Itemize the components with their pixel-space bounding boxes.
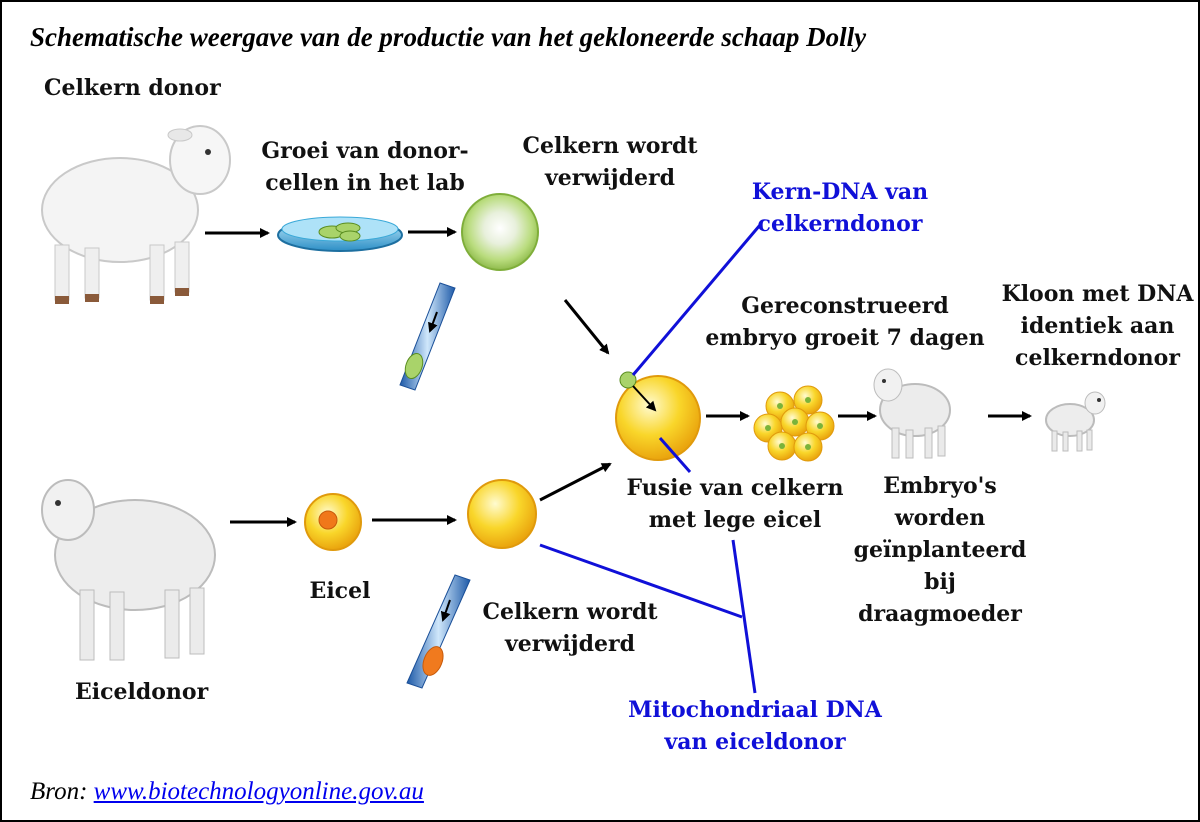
label-celkern-donor: Celkern donor <box>44 72 221 104</box>
arrow <box>565 300 608 353</box>
egg-cell-icon <box>468 480 536 548</box>
label-eiceldonor: Eiceldonor <box>75 676 208 708</box>
embryo-cluster-icon <box>754 386 834 461</box>
page-title: Schematische weergave van de productie v… <box>30 22 866 53</box>
sheep-icon <box>42 126 230 304</box>
sheep-icon <box>42 480 215 660</box>
egg-cell-icon <box>305 494 361 550</box>
petri-dish-icon <box>278 217 402 251</box>
source-credit: Bron: www.biotechnologyonline.gov.au <box>30 778 424 806</box>
pipette-icon <box>407 575 470 688</box>
source-link[interactable]: www.biotechnologyonline.gov.au <box>94 778 424 805</box>
fusion-egg-icon <box>616 372 700 460</box>
donor-cell-icon <box>462 194 538 270</box>
label-eicel: Eicel <box>300 575 380 607</box>
source-prefix: Bron: <box>30 778 94 805</box>
sheep-icon <box>874 369 950 458</box>
sheep-icon <box>1046 392 1105 451</box>
arrow <box>540 464 610 500</box>
label-groei: Groei van donor-cellen in het lab <box>250 135 480 199</box>
pipette-icon <box>400 283 455 390</box>
